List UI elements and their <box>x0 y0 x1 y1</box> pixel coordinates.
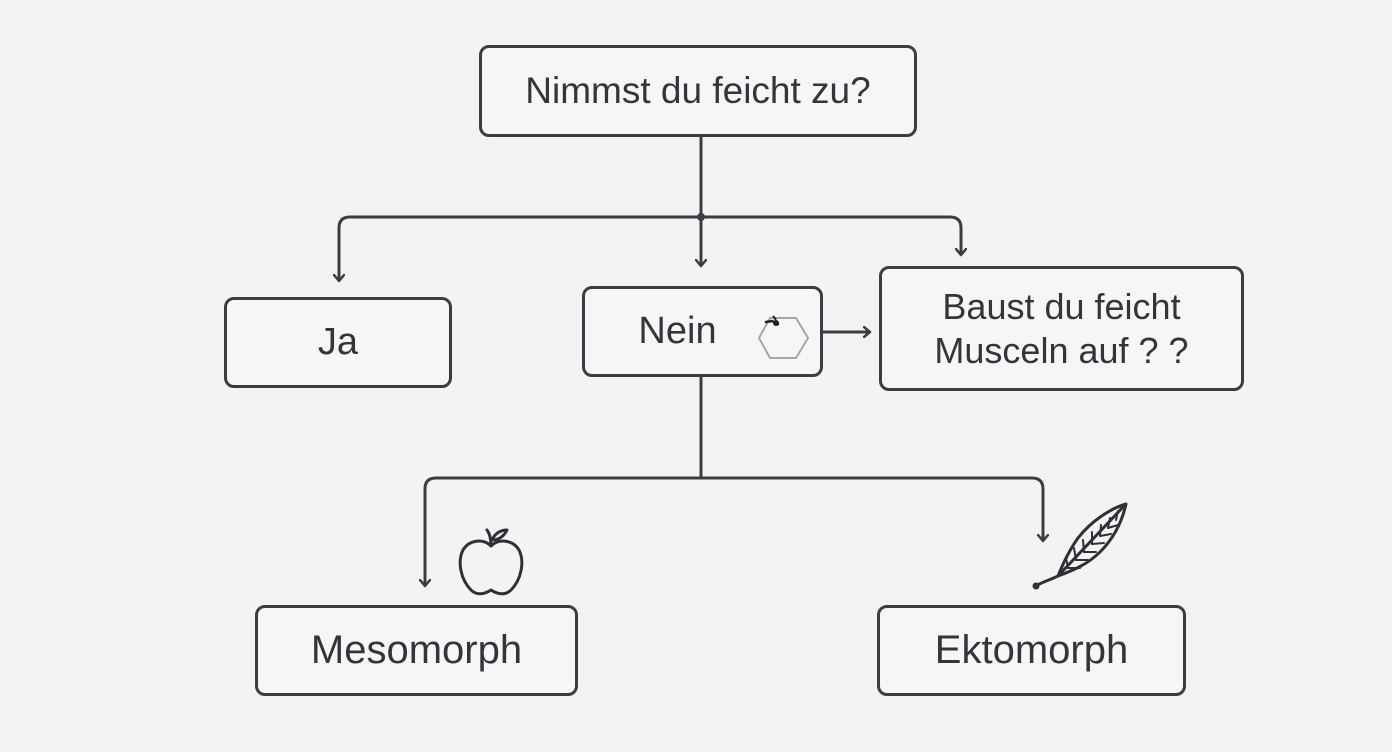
question-weight-gain-label: Nimmst du feicht zu? <box>525 70 871 111</box>
question-muscle-line2: Musceln auf ? ? <box>934 329 1189 371</box>
hexagon-icon <box>757 315 810 359</box>
connector-to-ja <box>339 215 352 280</box>
answer-yes-label: Ja <box>317 321 359 363</box>
connector-to-question2 <box>948 215 961 254</box>
answer-yes-node: Ja <box>224 297 452 388</box>
question-weight-gain-node: Nimmst du feicht zu? <box>479 45 917 137</box>
answer-no-node: Nein <box>582 286 823 377</box>
question-muscle-line1: Baust du feicht <box>942 285 1181 327</box>
ektomorph-node: Ektomorph <box>877 605 1186 696</box>
question-muscle-label: Baust du feicht Musceln auf ? ? <box>934 285 1188 373</box>
mesomorph-node: Mesomorph <box>255 605 578 696</box>
mesomorph-label: Mesomorph <box>310 628 523 672</box>
ektomorph-label: Ektomorph <box>934 628 1129 672</box>
question-muscle-node: Baust du feicht Musceln auf ? ? <box>879 266 1244 391</box>
apple-icon <box>458 528 524 596</box>
connector-to-ektomorph <box>1030 476 1043 540</box>
connector-to-mesomorph <box>425 476 438 585</box>
feather-icon <box>1032 502 1128 590</box>
junction-dot <box>697 213 705 221</box>
answer-no-label: Nein <box>638 310 717 352</box>
